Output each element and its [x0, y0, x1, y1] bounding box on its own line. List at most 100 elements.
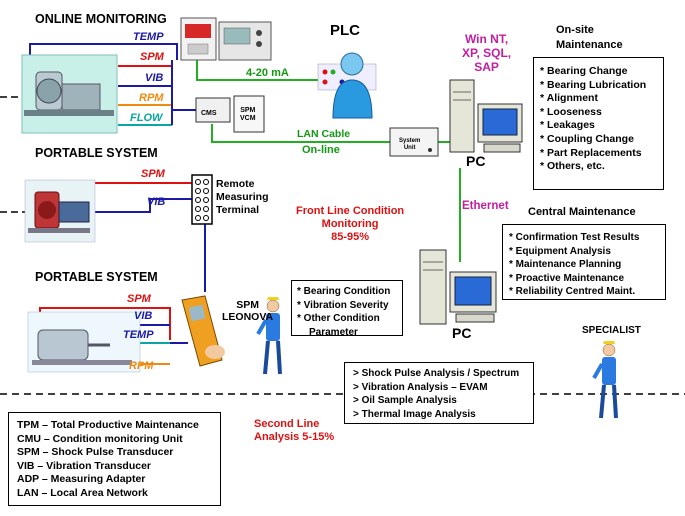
central-item: * Maintenance Planning — [509, 259, 622, 271]
spm-vcm-line-2: VCM — [240, 115, 256, 122]
cms-label: CMS — [201, 110, 217, 117]
remote-terminal-line-3: Terminal — [216, 204, 259, 216]
remote-terminal-label: Remote Measuring Terminal — [216, 178, 269, 217]
wire-lan-cable — [211, 124, 390, 143]
signal-online-rpm: RPM — [139, 92, 164, 104]
front-line-label: Front Line Condition Monitoring 85-95% — [296, 205, 404, 244]
portable-system-title-2: PORTABLE SYSTEM — [35, 270, 158, 284]
central-item: * Reliability Centred Maint. — [509, 286, 636, 298]
legend-item: VIB – Vibration Transducer — [17, 459, 152, 472]
signal-portable1-vib: VIB — [147, 196, 166, 208]
onsite-list: * Bearing Change* Bearing Lubrication* A… — [540, 65, 663, 174]
onsite-maintenance-box: * Bearing Change* Bearing Lubrication* A… — [533, 57, 664, 190]
onsite-item: * Part Replacements — [540, 146, 642, 159]
spm-leonova-label: SPM LEONOVA — [222, 299, 273, 323]
portable-system-title-1: PORTABLE SYSTEM — [35, 146, 158, 160]
portable2-motor — [27, 311, 141, 373]
remote-terminal — [191, 174, 213, 225]
onsite-item: * Bearing Change — [540, 65, 628, 77]
ethernet-label: Ethernet — [462, 200, 509, 212]
signal-online-spm: SPM — [140, 51, 164, 63]
os-line-1: Win NT, — [464, 32, 509, 46]
os-line-2: XP, SQL, — [462, 46, 512, 60]
signal-portable2-vib: VIB — [134, 310, 153, 322]
central-item: * Equipment Analysis — [509, 245, 611, 257]
spm-vcm-line-1: SPM — [240, 107, 256, 114]
central-maintenance-box: * Confirmation Test Results * Equipment A… — [502, 224, 666, 300]
os-label: Win NT, XP, SQL, SAP — [462, 32, 511, 74]
central-item: * Confirmation Test Results — [509, 232, 640, 243]
specialist-label: SPECIALIST — [582, 325, 641, 336]
onsite-maintenance-title: On-site Maintenance — [556, 23, 623, 53]
signal-online-temp: TEMP — [133, 31, 164, 43]
wire-portable1-vib — [62, 198, 192, 213]
monitoring-device — [218, 21, 272, 61]
signal-online-vib: VIB — [145, 72, 164, 84]
plc-label: PLC — [330, 22, 360, 39]
onsite-title-line-1: On-site — [556, 24, 594, 36]
analysis-box: > Shock Pulse Analysis / Spectrum> Vibra… — [344, 362, 534, 424]
onsite-item: * Looseness — [540, 105, 602, 118]
pc-top-label: PC — [466, 153, 486, 169]
ma-4-20-label: 4-20 mA — [246, 67, 289, 79]
on-line-label: On-line — [302, 144, 340, 156]
central-item: * Proactive Maintenance — [509, 272, 625, 284]
second-line-label: Second Line Analysis 5-15% — [254, 418, 334, 444]
analysis-item: > Thermal Image Analysis — [353, 408, 476, 420]
signal-portable2-temp: TEMP — [123, 329, 154, 341]
lan-cable-label: LAN Cable — [297, 128, 351, 140]
pc-top — [449, 79, 523, 153]
system-unit-line-2: Unit — [403, 145, 416, 151]
condition-item: * Vibration Severity — [297, 299, 389, 311]
analysis-item: > Oil Sample Analysis — [353, 395, 457, 407]
plc-operator — [317, 52, 377, 119]
system-unit-box — [389, 127, 439, 157]
leonova-handheld — [181, 295, 225, 367]
central-list: * Confirmation Test Results * Equipment A… — [509, 231, 665, 299]
legend-item: SPM – Shock Pulse Transducer — [17, 446, 174, 459]
condition-item: * Bearing Condition — [297, 286, 391, 297]
second-line-1: Second Line — [254, 418, 320, 430]
field-controller-device — [180, 17, 217, 61]
legend-item: CMU – Condition monitoring Unit — [17, 432, 183, 445]
spm-vcm-unit — [233, 95, 265, 133]
pc-bottom — [419, 249, 497, 325]
onsite-item: * Alignment — [540, 92, 598, 105]
onsite-item: * Bearing Lubrication — [540, 78, 647, 91]
system-unit-line-1: System — [399, 138, 421, 144]
analysis-list: > Shock Pulse Analysis / Spectrum> Vibra… — [353, 367, 533, 421]
condition-item: Parameter — [309, 326, 358, 338]
cms-unit — [195, 97, 231, 123]
spm-leonova-line-1: SPM — [236, 299, 259, 311]
onsite-item: * Leakages — [540, 119, 595, 132]
remote-terminal-line-1: Remote — [216, 178, 255, 190]
pc-bottom-label: PC — [452, 325, 472, 341]
legend-item: TPM – Total Productive Maintenance — [17, 419, 199, 431]
spm-vcm-label: SPM VCM — [240, 107, 256, 123]
signal-portable1-spm: SPM — [141, 168, 165, 180]
online-pump-motor — [21, 54, 118, 134]
second-line-2: Analysis 5-15% — [254, 431, 335, 443]
front-line-1: Front Line Condition — [296, 205, 405, 217]
condition-parameters-box: * Bearing Condition* Vibration Severity*… — [291, 280, 403, 338]
analysis-item: > Shock Pulse Analysis / Spectrum — [353, 368, 520, 379]
spm-leonova-line-2: LEONOVA — [222, 311, 274, 323]
portable1-motor — [24, 179, 96, 243]
wire-4-20ma — [196, 55, 320, 81]
signal-portable2-rpm: RPM — [129, 360, 154, 372]
wire-online-temp — [29, 43, 178, 60]
system-unit-label: System Unit — [399, 138, 420, 152]
online-monitoring-title: ONLINE MONITORING — [35, 12, 167, 26]
specialist-figure — [592, 341, 618, 419]
signal-online-flow: FLOW — [130, 112, 163, 124]
signal-portable2-spm: SPM — [127, 293, 151, 305]
front-line-2: Monitoring — [321, 218, 379, 230]
legend-item: LAN – Local Area Network — [17, 486, 148, 499]
front-line-3: 85-95% — [331, 231, 370, 243]
os-line-3: SAP — [474, 60, 499, 74]
onsite-title-line-2: Maintenance — [556, 39, 623, 51]
onsite-item: * Coupling Change — [540, 132, 634, 145]
